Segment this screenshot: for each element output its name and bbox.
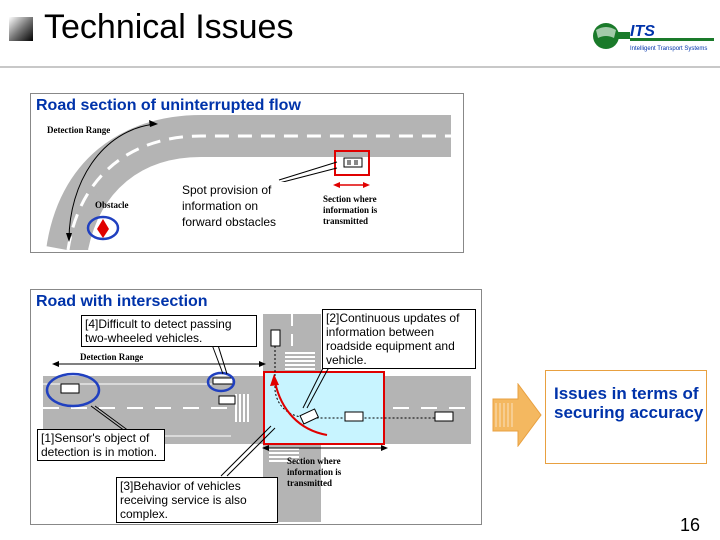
logo-text: ITS — [630, 23, 655, 40]
panel1-title: Road section of uninterrupted flow — [36, 97, 301, 114]
vehicle-icons — [60, 329, 454, 425]
sensor-ellipse — [45, 372, 101, 408]
page-title: Technical Issues — [44, 8, 294, 46]
panel1-diagram — [44, 113, 451, 250]
page-number: 16 — [680, 515, 701, 535]
issues-box — [545, 370, 707, 464]
panel1-section-label: Section where information is transmitted — [323, 194, 378, 226]
header-rule — [0, 66, 720, 68]
panel2-detection-range-label: Detection Range — [80, 352, 144, 362]
callout-two-wheeled: [4]Difficult to detect passing two-wheel… — [81, 315, 257, 347]
obstacle-ellipse — [86, 215, 120, 241]
its-logo: ITS Intelligent Transport Systems — [593, 23, 714, 52]
callout-sensor-object: [1]Sensor's object of detection is in mo… — [37, 429, 165, 461]
obstacle-label: Obstacle — [95, 200, 129, 210]
right-arrow-icon — [492, 383, 542, 447]
panel2-title: Road with intersection — [36, 293, 208, 310]
two-wheeler-ellipse — [206, 371, 236, 393]
turning-arrow — [274, 381, 328, 436]
vehicle-icon — [343, 157, 363, 168]
title-bullet-icon — [9, 17, 33, 41]
panel2-section-label: Section where information is transmitted — [287, 456, 342, 488]
logo-subtext: Intelligent Transport Systems — [630, 46, 707, 52]
detection-range-arc — [68, 123, 156, 241]
spot-provision-text: Spot provision of information on forward… — [180, 182, 298, 230]
lane-divider — [66, 134, 451, 250]
transmit-zone — [263, 371, 385, 445]
callout-continuous-updates: [2]Continuous updates of information bet… — [322, 309, 476, 369]
issues-text: Issues in terms of securing accuracy — [554, 384, 704, 422]
obstacle-icon — [97, 219, 109, 238]
panel1-detection-range-label: Detection Range — [47, 125, 111, 135]
callout-vehicle-behavior: [3]Behavior of vehicles receiving servic… — [116, 477, 278, 523]
